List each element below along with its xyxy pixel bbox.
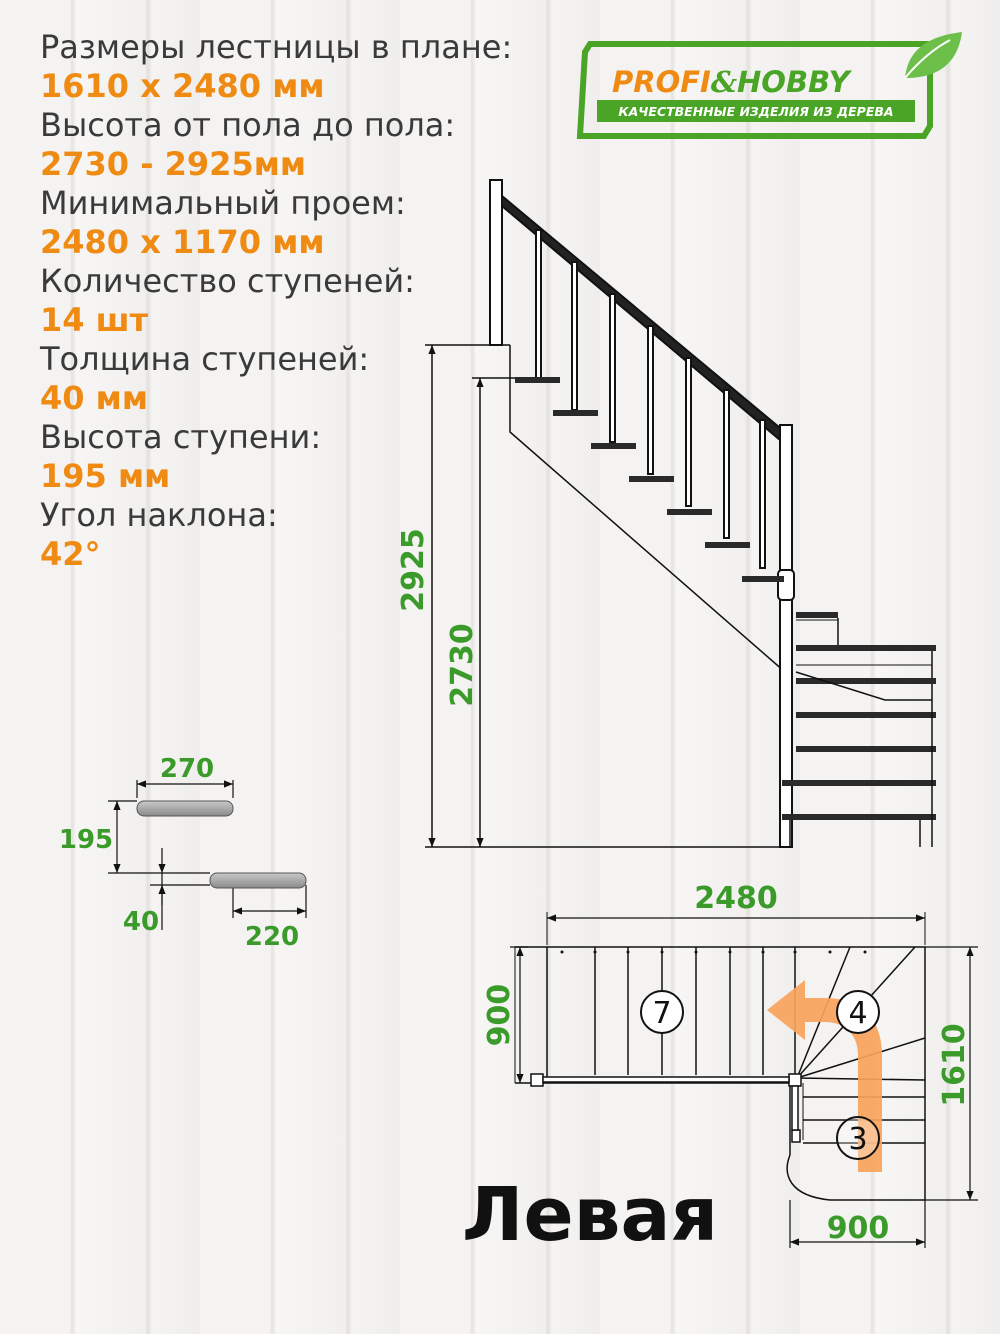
svg-text:4: 4 — [848, 996, 867, 1031]
svg-text:3: 3 — [848, 1122, 867, 1157]
leaf-icon — [905, 32, 962, 78]
plan-dimensions — [510, 946, 978, 1248]
spec-value: 2730 - 2925мм — [40, 145, 306, 183]
svg-text:7: 7 — [652, 996, 671, 1031]
height-min-label: 2730 — [445, 623, 480, 707]
plan-total-width-label: 1610 — [937, 1023, 972, 1107]
spec-value: 2480 x 1170 мм — [40, 223, 325, 261]
tread-depth-label: 270 — [160, 754, 214, 784]
step-number-3: 3 — [836, 1116, 880, 1160]
spec-label: Минимальный проем: — [40, 184, 406, 222]
spec-value: 195 мм — [40, 457, 171, 495]
spec-value: 14 шт — [40, 301, 149, 339]
step-number-4: 4 — [836, 990, 880, 1034]
spec-value: 1610 x 2480 мм — [40, 67, 325, 105]
variant-title: Левая — [462, 1172, 718, 1258]
spec-label: Высота от пола до пола: — [40, 106, 456, 144]
lower-treads — [782, 645, 936, 847]
upper-treads — [515, 377, 784, 582]
spec-label: Количество ступеней: — [40, 262, 415, 300]
tread-lower — [209, 872, 307, 889]
step-height-label: 195 — [59, 825, 113, 855]
plan-treads — [594, 947, 796, 1075]
height-dimensions — [428, 345, 484, 847]
step-detail — [108, 780, 307, 930]
tread-upper — [136, 800, 234, 817]
brand-name: PROFI&HOBBY — [612, 65, 853, 99]
brand-tagline: КАЧЕСТВЕННЫЕ ИЗДЕЛИЯ ИЗ ДЕРЕВА — [618, 104, 893, 119]
spec-label: Размеры лестницы в плане: — [40, 28, 513, 66]
tread-thickness-label: 40 — [123, 907, 159, 937]
spec-value: 42° — [40, 535, 101, 573]
balusters — [535, 229, 766, 569]
spec-label: Угол наклона: — [40, 496, 278, 534]
step-number-7: 7 — [640, 990, 684, 1034]
plan-length-label: 2480 — [694, 881, 778, 916]
height-max-label: 2925 — [396, 528, 431, 612]
spec-value: 40 мм — [40, 379, 148, 417]
tread-going-label: 220 — [245, 922, 299, 952]
plan-lower-width-label: 900 — [827, 1211, 890, 1246]
brand-logo: PROFI&HOBBY КАЧЕСТВЕННЫЕ ИЗДЕЛИЯ ИЗ ДЕРЕ… — [576, 32, 962, 139]
spec-label: Высота ступени: — [40, 418, 322, 456]
plan-upper-width-label: 900 — [482, 984, 517, 1047]
spec-label: Толщина ступеней: — [40, 340, 370, 378]
stair-elevation — [425, 179, 936, 848]
